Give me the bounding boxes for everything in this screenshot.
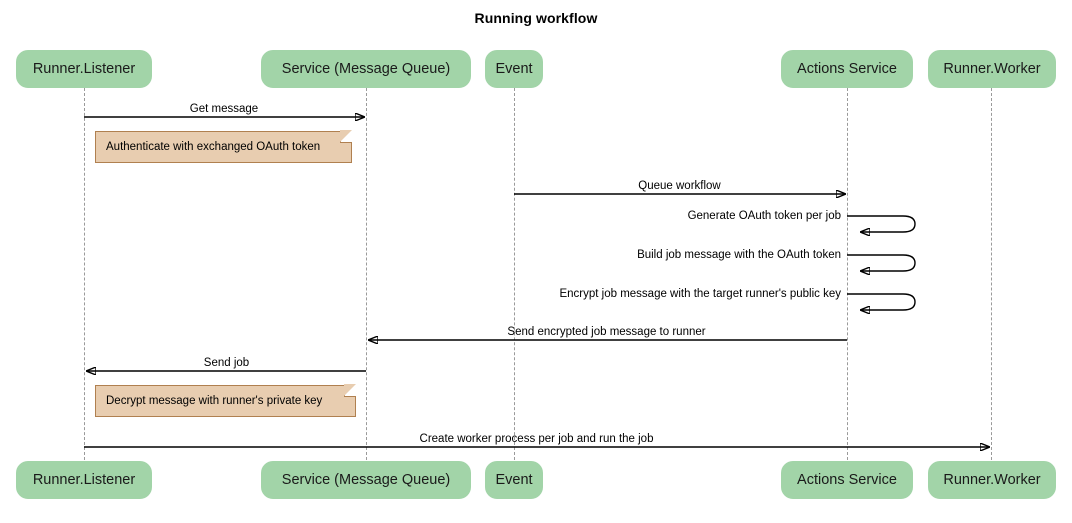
label-generate-oauth-token-per-job: Generate OAuth token per job — [687, 210, 841, 222]
lifeline-event — [514, 88, 515, 460]
diagram-title: Running workflow — [474, 10, 598, 26]
label-send-encrypted-job-message: Send encrypted job message to runner — [507, 326, 706, 338]
note-authenticate: Authenticate with exchanged OAuth token — [95, 130, 352, 163]
note-fold-corner-icon — [344, 384, 356, 397]
actor-runner-listener-bottom[interactable]: Runner.Listener — [16, 461, 152, 499]
lifeline-runner-listener — [84, 88, 85, 460]
actor-event-bottom[interactable]: Event — [485, 461, 543, 499]
self-loop-generate-oauth-token-per-job — [847, 215, 916, 232]
actor-runner-worker-top[interactable]: Runner.Worker — [928, 50, 1056, 88]
actor-actions-service-bottom[interactable]: Actions Service — [781, 461, 913, 499]
note-fold-corner-icon — [340, 130, 352, 143]
actor-event-top[interactable]: Event — [485, 50, 543, 88]
actor-runner-worker-bottom[interactable]: Runner.Worker — [928, 461, 1056, 499]
lifeline-service-message-queue — [366, 88, 367, 460]
self-loop-encrypt-job-message — [847, 293, 916, 310]
label-get-message: Get message — [189, 103, 259, 115]
actor-service-message-queue-bottom[interactable]: Service (Message Queue) — [261, 461, 471, 499]
actor-runner-listener-top[interactable]: Runner.Listener — [16, 50, 152, 88]
lifeline-actions-service — [847, 88, 848, 460]
label-create-worker-process: Create worker process per job and run th… — [419, 433, 654, 445]
label-encrypt-job-message: Encrypt job message with the target runn… — [559, 288, 841, 300]
label-queue-workflow: Queue workflow — [638, 180, 721, 192]
note-decrypt-text: Decrypt message with runner's private ke… — [106, 395, 323, 407]
label-send-job: Send job — [203, 357, 250, 369]
actor-actions-service-top[interactable]: Actions Service — [781, 50, 913, 88]
note-authenticate-text: Authenticate with exchanged OAuth token — [106, 141, 321, 153]
actor-service-message-queue-top[interactable]: Service (Message Queue) — [261, 50, 471, 88]
lifeline-runner-worker — [991, 88, 992, 460]
label-build-job-message: Build job message with the OAuth token — [637, 249, 841, 261]
note-decrypt: Decrypt message with runner's private ke… — [95, 384, 356, 417]
self-loop-build-job-message — [847, 254, 916, 271]
